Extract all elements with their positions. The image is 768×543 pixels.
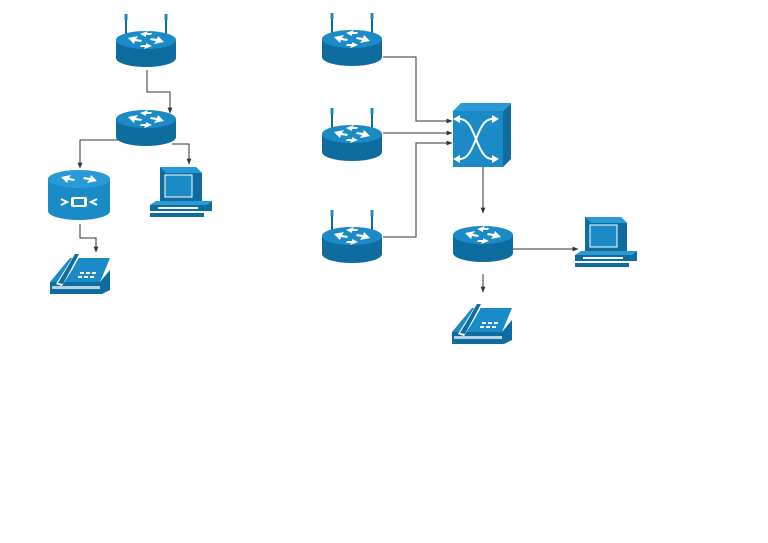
link-router-to-workstation: [172, 143, 192, 165]
wireless-router-icon[interactable]: [322, 210, 382, 263]
ip-phone-icon[interactable]: [452, 302, 512, 344]
router-icon[interactable]: [116, 110, 176, 146]
wireless-router-icon[interactable]: [116, 14, 176, 67]
workstation-icon[interactable]: [574, 216, 638, 268]
link-wireless-router-1-to-switch: [383, 56, 453, 124]
link-voice-router-to-phone: [79, 224, 99, 253]
left-topology: [47, 14, 213, 294]
link-wireless-router-3-to-switch: [383, 140, 453, 238]
ip-phone-icon[interactable]: [50, 252, 110, 294]
wireless-router-icon[interactable]: [322, 108, 382, 161]
link-wireless-router-to-router: [146, 70, 173, 114]
wireless-router-icon[interactable]: [322, 13, 382, 66]
workstation-icon[interactable]: [149, 166, 213, 218]
atm-switch-icon[interactable]: [452, 102, 512, 168]
router-icon[interactable]: [453, 226, 513, 262]
voice-router-icon[interactable]: [47, 169, 111, 221]
right-topology: [322, 13, 638, 344]
link-router-to-voice-router: [77, 139, 122, 169]
